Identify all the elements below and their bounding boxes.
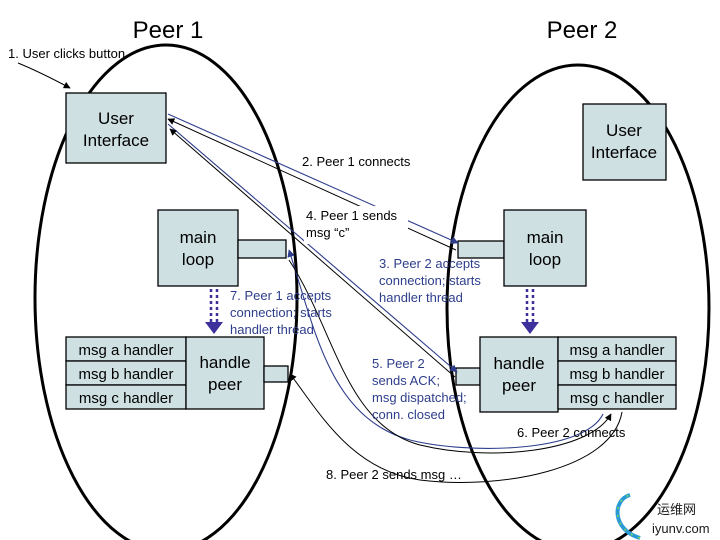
peer2-handle-peer-box: handle peer — [479, 336, 559, 413]
step3-label: 3. Peer 2 accepts connection; starts han… — [379, 256, 485, 305]
peer2-handler-table: msg a handler msg b handler msg c handle… — [557, 336, 677, 410]
peer1-main-loop-socket — [237, 239, 287, 259]
peer2-msg-c-handler: msg c handler — [570, 390, 664, 407]
watermark-cn-text: 运维网 — [657, 502, 696, 517]
peer2-main-loop-box: main loop — [503, 209, 587, 287]
step2-label: 2. Peer 1 connects — [302, 154, 411, 169]
peer1-msg-b-handler: msg b handler — [78, 366, 173, 383]
peer1-ui-label-line1: User — [98, 109, 134, 128]
peer1-msg-c-handler: msg c handler — [79, 390, 173, 407]
peer2-msg-a-handler: msg a handler — [569, 342, 664, 359]
peer2-handle-peer-line2: peer — [502, 376, 536, 395]
peer1-main-loop-box: main loop — [157, 209, 239, 287]
peer1-handle-peer-socket — [263, 365, 289, 383]
peer2-boundary — [445, 63, 711, 540]
arrow-peer1-sends-msg — [167, 123, 458, 373]
peer2-title: Peer 2 — [547, 17, 618, 44]
peer2-thread-start-arrow — [521, 289, 539, 334]
peer1-main-loop-line1: main — [180, 228, 217, 247]
step1-label: 1. User clicks button — [8, 46, 125, 61]
peer1-msg-a-handler: msg a handler — [78, 342, 173, 359]
arrow-peer2-sends-msg — [289, 373, 623, 483]
arrow-user-click — [17, 62, 71, 89]
peer2-ui-label-line1: User — [606, 121, 642, 140]
peer1-ui-label-line2: Interface — [83, 131, 149, 150]
peer1-main-loop-line2: loop — [182, 250, 214, 269]
arrow-peer1-connects — [167, 113, 459, 244]
peer1-handle-peer-line1: handle — [199, 353, 250, 372]
peer2-handle-peer-line1: handle — [493, 354, 544, 373]
peer2-user-interface-box: User Interface — [582, 103, 667, 181]
peer1-user-interface-box: User Interface — [65, 92, 167, 164]
arrow-peer2-sends-ack — [169, 128, 456, 378]
step5-label: 5. Peer 2 sends ACK; msg dispatched; con… — [372, 356, 470, 422]
peer2-msg-b-handler: msg b handler — [569, 366, 664, 383]
watermark-url-text: iyunv.com — [652, 521, 710, 536]
step4-label-bg — [304, 206, 408, 244]
watermark: 运维网 iyunv.com — [615, 493, 710, 540]
arrow-peer2-connects — [287, 249, 604, 449]
peer2-handle-peer-socket — [455, 367, 481, 386]
step8-label: 8. Peer 2 sends msg … — [326, 467, 462, 482]
peer1-handle-peer-box: handle peer — [185, 336, 265, 410]
watermark-logo-icon — [615, 493, 641, 540]
peer1-handler-table: msg a handler msg b handler msg c handle… — [65, 336, 187, 410]
step6-label: 6. Peer 2 connects — [517, 425, 626, 440]
peer1-thread-start-arrow — [205, 289, 223, 334]
peer1-handle-peer-line2: peer — [208, 375, 242, 394]
arrow-peer2-connects-return — [288, 259, 612, 454]
peer2-ui-label-line2: Interface — [591, 143, 657, 162]
peer2-main-loop-line2: loop — [529, 250, 561, 269]
peer2-main-loop-line1: main — [527, 228, 564, 247]
step4-label: 4. Peer 1 sends msg “c” — [306, 208, 401, 240]
peer1-title: Peer 1 — [133, 17, 204, 44]
peer1-boundary — [33, 43, 299, 540]
step7-label: 7. Peer 1 accepts connection; starts han… — [230, 288, 336, 337]
